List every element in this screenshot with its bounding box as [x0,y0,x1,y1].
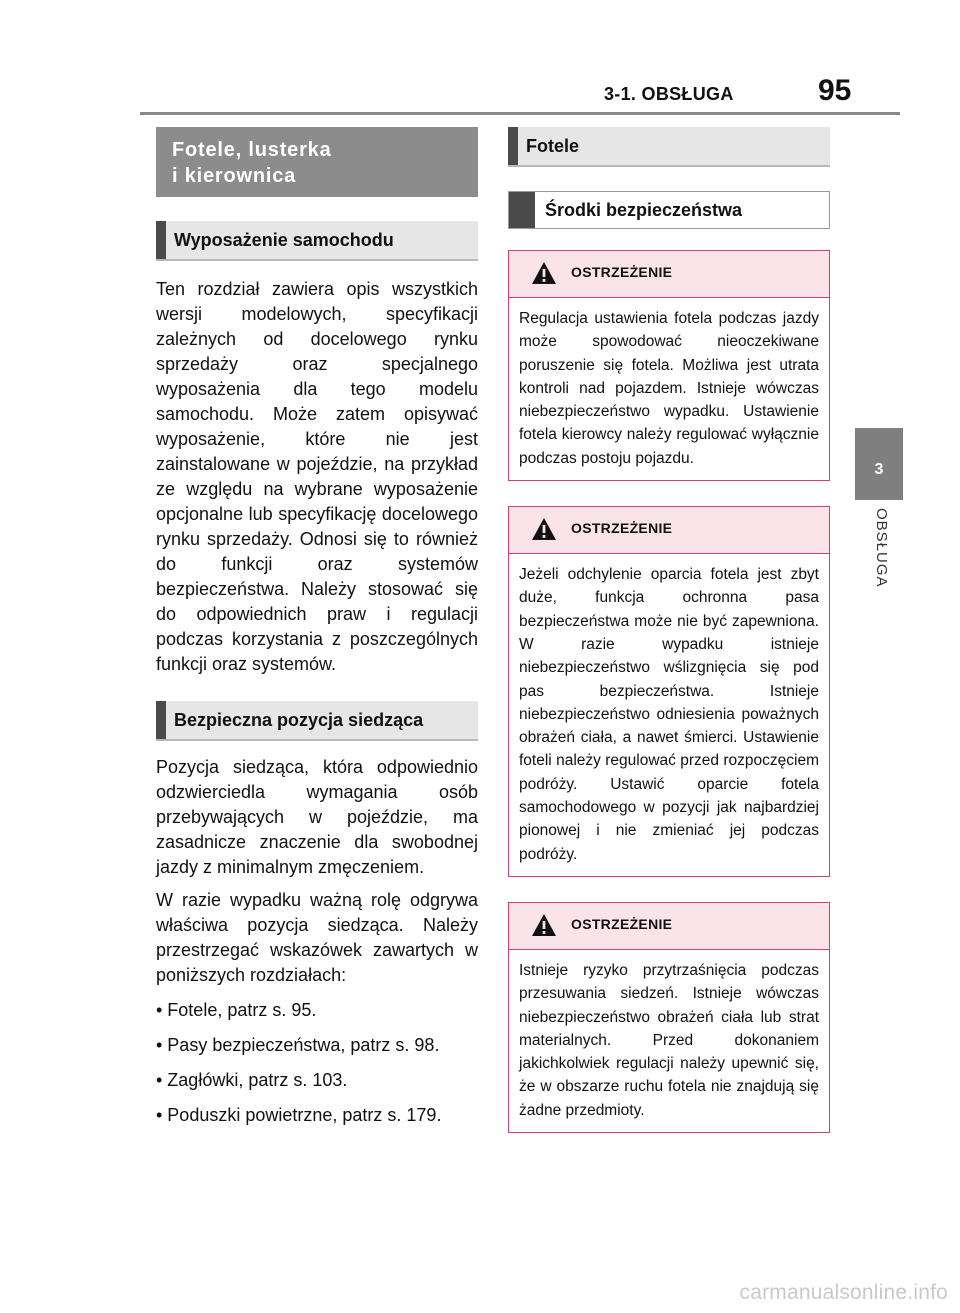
section-heading-seating: Bezpieczna pozycja siedząca [156,701,478,741]
header-rule [140,112,900,115]
warning-text: Jeżeli odchylenie oparcia fotela jest zb… [519,566,819,863]
chapter-tab-label: OBSŁUGA [873,508,890,588]
chapter-title-box: Fotele, lusterka i kierownica [156,127,478,197]
warning-header: OSTRZEŻENIE [509,251,829,298]
page-number: 95 [818,74,852,107]
section-text-seating-1: Pozycja siedząca, która odpowiednio odzw… [156,757,478,877]
chapter-title-line-2: i kierownica [172,165,297,187]
left-column: Fotele, lusterka i kierownica Wyposażeni… [156,127,478,1138]
page-header: 3-1. OBSŁUGA 95 [0,0,960,120]
list-item: • Fotele, patrz s. 95. [156,1000,317,1020]
warning-text: Istnieje ryzyko przytrzaśnięcia podczas … [519,961,819,1119]
section-heading-equipment: Wyposażenie samochodu [156,221,478,261]
warning-triangle-icon [532,913,556,936]
chapter-title-line-1: Fotele, lusterka [172,139,332,161]
list-item: • Poduszki powietrzne, patrz s. 179. [156,1105,442,1125]
subsection-heading-safety: Środki bezpieczeństwa [508,191,830,229]
chapter-tab: 3 [855,428,903,500]
warning-header: OSTRZEŻENIE [509,902,829,950]
warning-triangle-icon [532,518,556,541]
warning-box: OSTRZEŻENIE Regulacja ustawienia fotela … [508,250,830,482]
warning-text: Regulacja ustawienia fotela podczas jazd… [519,310,819,467]
right-column: Fotele Środki bezpieczeństwa OSTRZEŻENIE… [508,127,830,1134]
warning-title: OSTRZEŻENIE [571,520,673,537]
warning-box: OSTRZEŻENIE Istnieje ryzyko przytrzaśnię… [508,901,830,1134]
warning-title: OSTRZEŻENIE [571,264,673,280]
warning-header: OSTRZEŻENIE [509,507,829,555]
watermark: carmanualsonline.info [739,1281,948,1304]
section-text-equipment: Ten rozdział zawiera opis wszystkich wer… [156,279,478,674]
section-heading-seats: Fotele [508,127,830,167]
warning-triangle-icon [532,262,556,284]
section-text-seating-2: W razie wypadku ważną rolę odgrywa właśc… [156,890,478,985]
warning-box: OSTRZEŻENIE Jeżeli odchylenie oparcia fo… [508,506,830,877]
list-item: • Zagłówki, patrz s. 103. [156,1070,348,1090]
section-label: 3-1. OBSŁUGA [604,84,734,104]
list-item: • Pasy bezpieczeństwa, patrz s. 98. [156,1035,440,1055]
warning-title: OSTRZEŻENIE [571,915,673,932]
bullet-list: • Fotele, patrz s. 95. • Pasy bezpieczeń… [156,998,478,1128]
chapter-tab-number: 3 [874,461,884,478]
